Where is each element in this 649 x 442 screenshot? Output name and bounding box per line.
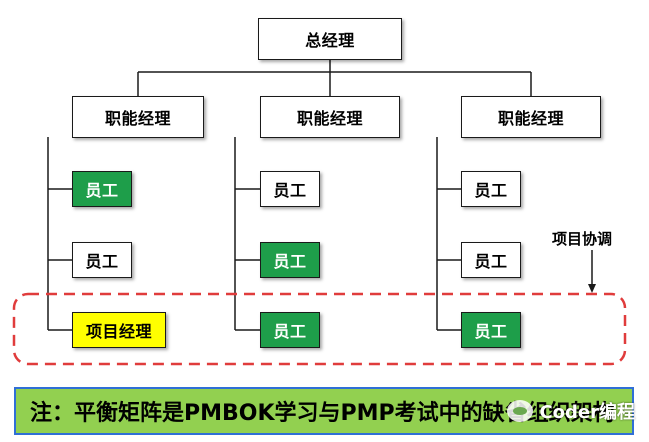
staff-box-col2-row2: 员工 bbox=[260, 242, 320, 278]
general-manager-box: 总经理 bbox=[258, 18, 402, 60]
functional-manager-box-3: 职能经理 bbox=[461, 96, 601, 138]
watermark-text: Coder编程 bbox=[539, 402, 635, 423]
project-coordination-dashed-boundary bbox=[12, 292, 627, 366]
staff-box-col2-row1: 员工 bbox=[260, 171, 320, 207]
functional-manager-box-1: 职能经理 bbox=[72, 96, 204, 138]
functional-manager-box-2: 职能经理 bbox=[260, 96, 400, 138]
wechat-icon bbox=[507, 400, 534, 422]
staff-box-col1-row2: 员工 bbox=[72, 242, 132, 278]
staff-box-col2-row3: 员工 bbox=[260, 312, 320, 348]
project-manager-box: 项目经理 bbox=[72, 312, 166, 348]
watermark: Coder编程 bbox=[507, 396, 635, 426]
staff-box-col3-row2: 员工 bbox=[461, 242, 521, 278]
staff-box-col3-row1: 员工 bbox=[461, 171, 521, 207]
project-coordination-label: 项目协调 bbox=[552, 230, 613, 248]
staff-box-col1-row1: 员工 bbox=[72, 171, 132, 207]
staff-box-col3-row3: 员工 bbox=[461, 312, 521, 348]
